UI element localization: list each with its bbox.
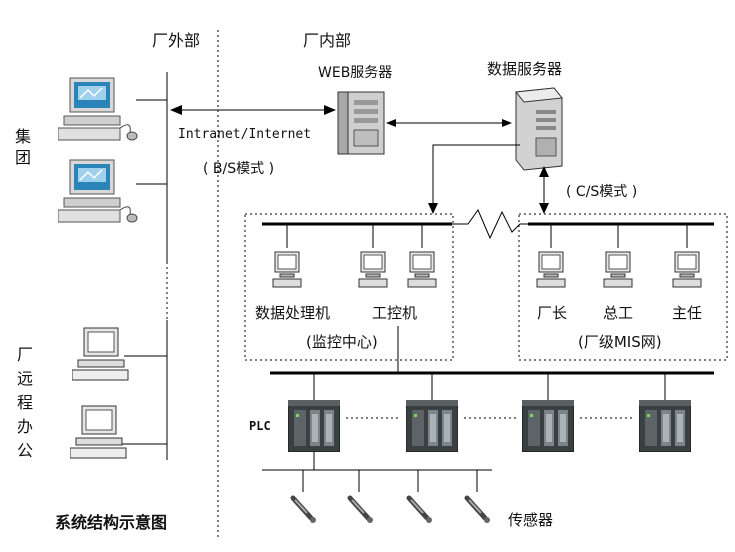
server-to-control-link bbox=[432, 144, 520, 206]
zone-outside-label: 厂外部 bbox=[152, 31, 200, 50]
terminal-label-data-processing: 数据处理机 bbox=[255, 304, 330, 322]
remote-label-char-5: 公 bbox=[17, 441, 33, 460]
web-server-label: WEB服务器 bbox=[318, 65, 392, 81]
supervisor-computer-icon bbox=[672, 251, 702, 288]
internet-link-label: Intranet/Internet bbox=[178, 127, 311, 142]
remote-computer-1-icon bbox=[72, 327, 129, 381]
chief-engineer-computer-icon bbox=[603, 251, 633, 288]
remote-label: 厂 远 程 办 公 bbox=[17, 345, 38, 460]
terminal-label-director: 厂长 bbox=[537, 304, 567, 322]
remote-label-char-2: 远 bbox=[17, 369, 33, 388]
data-server-icon bbox=[515, 87, 563, 171]
sensor-1-icon bbox=[293, 498, 316, 523]
control-center-box bbox=[244, 213, 454, 361]
diagram-title: 系统结构示意图 bbox=[55, 513, 167, 532]
sensor-label: 传感器 bbox=[508, 511, 553, 529]
cs-mode-label: ( C/S模式 ) bbox=[566, 184, 637, 200]
remote-label-char-1: 厂 bbox=[17, 345, 33, 364]
sensor-3-icon bbox=[409, 498, 432, 523]
server-to-mis-arrow-down bbox=[539, 203, 549, 214]
terminal-label-industrial-pc: 工控机 bbox=[372, 304, 417, 322]
remote-computer-2-icon bbox=[70, 405, 127, 459]
internet-link-arrow-right bbox=[324, 105, 336, 115]
sensor-4-icon bbox=[467, 498, 490, 523]
server-to-mis-arrow-up bbox=[539, 166, 549, 177]
director-computer-icon bbox=[536, 251, 566, 288]
plc-1-icon bbox=[288, 400, 340, 452]
network-zigzag-link bbox=[452, 208, 528, 240]
web-server-icon bbox=[337, 91, 385, 155]
group-label-char-2: 团 bbox=[15, 148, 31, 167]
plc-2-icon bbox=[406, 400, 458, 452]
plc-4-icon bbox=[639, 400, 691, 452]
terminal-label-chief-engineer: 总工 bbox=[603, 304, 633, 322]
server-link-arrow-right bbox=[502, 119, 512, 127]
server-to-control-arrow bbox=[428, 203, 438, 214]
mis-network-caption: (厂级MIS网) bbox=[578, 333, 662, 351]
internet-link-arrow-left bbox=[170, 105, 182, 115]
zone-inside-label: 厂内部 bbox=[303, 31, 351, 50]
plc-label: PLC bbox=[249, 419, 271, 433]
mis-network-box bbox=[518, 213, 728, 361]
industrial-pc-2-icon bbox=[407, 251, 437, 288]
server-link-arrow-left bbox=[386, 119, 396, 127]
terminal-label-supervisor: 主任 bbox=[672, 304, 702, 322]
bs-mode-label: ( B/S模式 ) bbox=[203, 161, 274, 177]
group-label: 集 团 bbox=[15, 127, 36, 167]
group-computer-1-icon bbox=[58, 77, 138, 141]
group-label-char-1: 集 bbox=[15, 127, 31, 146]
plc-3-icon bbox=[522, 400, 574, 452]
group-computer-2-icon bbox=[58, 159, 138, 223]
sensor-2-icon bbox=[350, 498, 373, 523]
data-processing-computer-icon bbox=[272, 251, 302, 288]
remote-label-char-3: 程 bbox=[17, 393, 33, 412]
data-server-label: 数据服务器 bbox=[487, 60, 562, 78]
industrial-pc-1-icon bbox=[358, 251, 388, 288]
control-center-caption: (监控中心) bbox=[306, 333, 378, 351]
remote-label-char-4: 办 bbox=[17, 417, 33, 436]
